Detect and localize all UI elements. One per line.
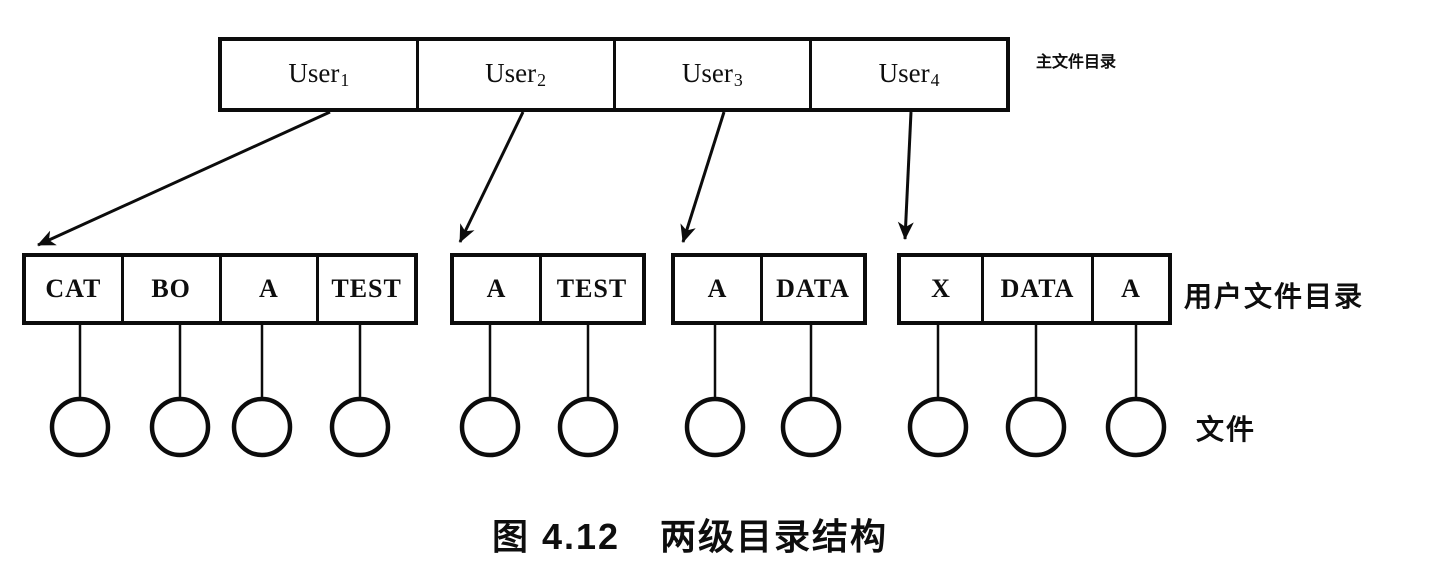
arrow-user1-to-ufd1 — [37, 110, 331, 247]
user1-file-directory-box: CAT BO A TEST — [22, 253, 418, 325]
user3-file-directory-box: A DATA — [671, 253, 867, 325]
ufd1-entry-test: TEST — [316, 257, 414, 321]
figure-caption-number: 图 4.12 — [491, 516, 621, 557]
figure-caption: 图 4.12 两级目录结构 — [0, 508, 1380, 560]
arrow-user3-to-ufd3 — [680, 111, 726, 243]
master-file-directory-label: 主文件目录 — [1036, 54, 1117, 71]
ufd2-entry-test: TEST — [539, 257, 642, 321]
ufd4-entry-x: X — [931, 274, 951, 303]
file-circle — [1105, 396, 1167, 458]
files-label: 文件 — [1196, 415, 1257, 446]
file-circle — [780, 396, 842, 458]
ufd4-entry-data: DATA — [981, 257, 1091, 321]
ufd1-entry-a: A — [218, 257, 317, 321]
ufd1-entry-cat: CAT — [45, 274, 102, 303]
mfd-to-ufd-arrows — [37, 110, 914, 247]
user-file-directory-label: 用户文件目录 — [1184, 282, 1365, 313]
user2-file-directory-box: A TEST — [450, 253, 646, 325]
file-circle — [459, 396, 521, 458]
file-circle — [1005, 396, 1067, 458]
file-circle — [49, 396, 111, 458]
user4-file-directory-box: X DATA A — [897, 253, 1172, 325]
mfd-cell-user1: User1 — [288, 57, 350, 91]
ufd4-entry-a: A — [1091, 257, 1168, 321]
ufd3-entry-data: DATA — [760, 257, 863, 321]
file-circle — [149, 396, 211, 458]
file-circles — [49, 396, 1167, 458]
arrow-user2-to-ufd2 — [458, 111, 525, 243]
mfd-cell-user2: User2 — [415, 41, 613, 108]
mfd-cell-user4: User4 — [809, 41, 1006, 108]
file-circle — [231, 396, 293, 458]
arrow-user4-to-ufd4 — [897, 111, 914, 240]
figure-caption-title: 两级目录结构 — [660, 516, 889, 557]
mfd-cell-user3: User3 — [612, 41, 810, 108]
file-circle — [684, 396, 746, 458]
ufd3-entry-a: A — [707, 274, 728, 303]
file-circle — [907, 396, 969, 458]
master-file-directory-box: User1 User2 User3 User4 — [218, 37, 1010, 112]
file-circle — [557, 396, 619, 458]
file-circle — [329, 396, 391, 458]
ufd-to-file-connectors — [78, 324, 1138, 399]
ufd2-entry-a: A — [486, 274, 507, 303]
ufd1-entry-bo: BO — [120, 257, 219, 321]
